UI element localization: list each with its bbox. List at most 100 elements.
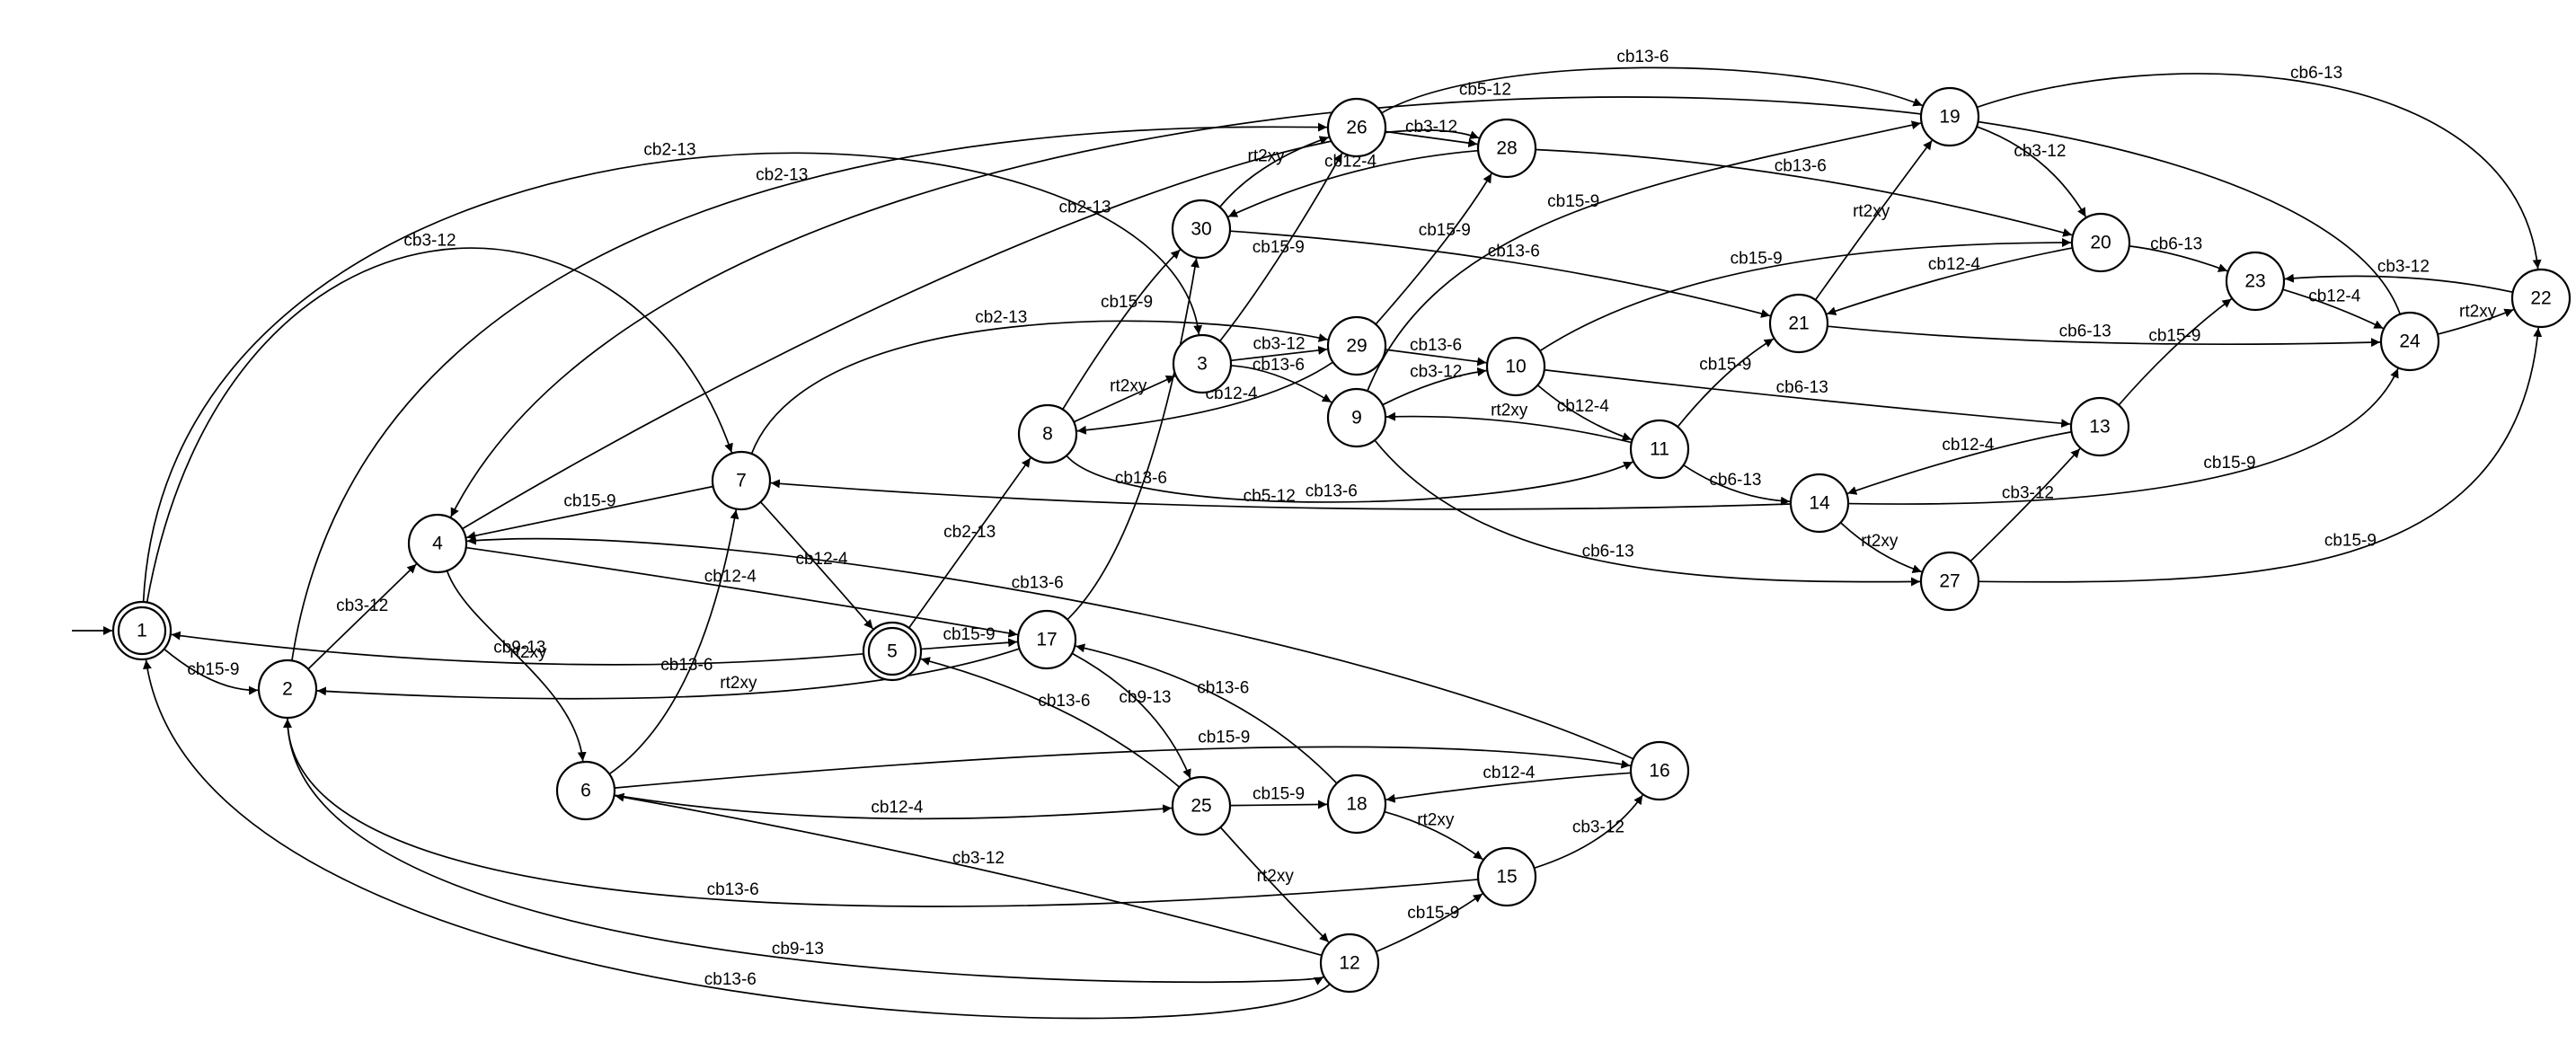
transition-label-26-to-19: cb13-6 <box>1616 48 1669 66</box>
state-label-1: 1 <box>137 621 147 641</box>
transition-label-4-to-17: cb12-4 <box>704 568 757 587</box>
transition-label-18-to-15: rt2xy <box>1417 811 1455 830</box>
state-circle-10 <box>1485 336 1546 397</box>
transition-13-to-23 <box>2118 298 2233 406</box>
transition-7-to-29 <box>750 320 1328 455</box>
transition-label-11-to-21: cb15-9 <box>1699 356 1751 375</box>
transition-12-to-15 <box>1376 893 1483 953</box>
state-circle-30 <box>1171 199 1232 260</box>
state-circle-24 <box>2379 311 2440 372</box>
transition-label-2-to-4: cb3-12 <box>336 597 388 615</box>
transition-label-10-to-20: cb15-9 <box>1731 250 1783 269</box>
transition-24-to-22 <box>2437 308 2514 335</box>
state-circle-14 <box>1789 473 1850 534</box>
transition-label-26-to-28: cb3-12 <box>1405 118 1457 137</box>
transition-27-to-13 <box>1970 447 2081 562</box>
transition-17-to-2 <box>316 648 1020 700</box>
transition-label-29-to-10: cb13-6 <box>1410 336 1462 355</box>
transition-label-3-to-9: cb13-6 <box>1253 356 1305 375</box>
state-27: 27 <box>1919 551 1980 612</box>
state-13: 13 <box>2069 396 2130 457</box>
state-circle-13 <box>2069 396 2130 457</box>
transition-18-to-15 <box>1384 810 1483 861</box>
transitions <box>72 66 2543 1020</box>
transition-4-to-28 <box>462 129 1480 530</box>
transition-10-to-13 <box>1544 368 2071 429</box>
transition-label-9-to-10: cb3-12 <box>1410 362 1462 381</box>
state-14: 14 <box>1789 473 1850 534</box>
state-circle-26 <box>1326 97 1387 158</box>
transition-label-25-to-18: cb15-9 <box>1253 785 1305 804</box>
transition-label-5-to-17: cb15-9 <box>943 625 995 644</box>
transition-label-6-to-16: cb15-9 <box>1198 729 1250 747</box>
transition-17-to-30 <box>1067 258 1199 621</box>
transition-8-to-30 <box>1062 249 1181 411</box>
transition-11-to-9 <box>1385 411 1633 444</box>
transition-14-to-7 <box>770 479 1792 510</box>
state-label-29: 29 <box>1346 336 1367 357</box>
transition-label-3-to-29: cb3-12 <box>1253 335 1305 354</box>
transition-label-8-to-30: cb15-9 <box>1101 293 1153 312</box>
transition-label-28-to-20: cb13-6 <box>1775 156 1827 175</box>
transition-label-29-to-8: cb12-4 <box>1206 384 1259 403</box>
state-circle-2 <box>257 659 318 720</box>
state-5: 5 <box>862 621 923 682</box>
state-label-23: 23 <box>2244 271 2265 292</box>
transition-label-13-to-14: cb12-4 <box>1942 436 1995 455</box>
transition-23-to-24 <box>2282 288 2384 330</box>
transition-label-6-to-25: cb12-4 <box>871 799 924 818</box>
transition-7-to-4 <box>466 485 713 541</box>
transition-label-16-to-18: cb12-4 <box>1483 764 1536 782</box>
state-label-24: 24 <box>2399 331 2421 352</box>
transition-1-to-7 <box>146 247 733 603</box>
transition-label-20-to-23: cb6-13 <box>2150 234 2202 253</box>
transition-25-to-12 <box>1219 826 1330 943</box>
transition-label-21-to-24: cb6-13 <box>2059 323 2111 341</box>
transition-17-to-25 <box>1071 652 1191 779</box>
state-label-7: 7 <box>736 471 747 491</box>
state-17: 17 <box>1016 609 1077 670</box>
state-label-21: 21 <box>1788 314 1809 334</box>
state-30: 30 <box>1171 199 1232 260</box>
state-label-28: 28 <box>1496 138 1517 159</box>
transition-label-19-to-22: cb6-13 <box>2290 64 2342 83</box>
transition-14-to-24 <box>1847 367 2399 505</box>
transition-label-29-to-28: cb15-9 <box>1419 221 1471 240</box>
transition-30-to-21 <box>1229 230 1771 318</box>
transition-label-20-to-21: cb12-4 <box>1928 255 1981 274</box>
transition-1-to-3 <box>142 152 1203 603</box>
transition-label-23-to-24: cb12-4 <box>2308 287 2361 305</box>
transition-label-27-to-22: cb15-9 <box>2324 532 2377 551</box>
state-12: 12 <box>1319 933 1380 994</box>
transition-12-to-6 <box>615 792 1323 957</box>
state-label-16: 16 <box>1649 761 1669 782</box>
transition-label-21-to-19: rt2xy <box>1853 202 1890 221</box>
transition-label-10-to-13: cb6-13 <box>1776 378 1828 397</box>
state-label-27: 27 <box>1939 571 1960 592</box>
transition-20-to-23 <box>2129 245 2228 272</box>
transition-6-to-25 <box>614 794 1173 820</box>
state-11: 11 <box>1629 419 1690 480</box>
transition-label-11-to-14: cb6-13 <box>1709 471 1761 490</box>
state-23: 23 <box>2225 251 2286 312</box>
transition-3-to-26 <box>1219 153 1343 342</box>
transition-label-2-to-26: cb2-13 <box>756 166 808 185</box>
state-label-19: 19 <box>1939 107 1960 128</box>
state-label-9: 9 <box>1351 408 1362 429</box>
transition-label-8-to-11: cb13-6 <box>1306 482 1358 500</box>
state-circle-15 <box>1476 846 1537 907</box>
state-label-15: 15 <box>1496 867 1517 888</box>
transition-2-to-26 <box>291 122 1328 661</box>
state-29: 29 <box>1326 315 1387 376</box>
transition-label-24-to-4: cb5-12 <box>1459 80 1511 99</box>
transition-label-11-to-9: rt2xy <box>1491 402 1528 420</box>
transition-5-to-8 <box>907 457 1031 629</box>
state-28: 28 <box>1476 118 1537 179</box>
transition-label-27-to-13: cb3-12 <box>2002 484 2054 503</box>
transition-24-to-4 <box>450 96 2402 517</box>
state-label-14: 14 <box>1809 493 1830 514</box>
transition-label-7-to-29: cb2-13 <box>975 308 1027 327</box>
state-circle-12 <box>1319 933 1380 994</box>
transition-5-to-17 <box>920 638 1018 650</box>
state-label-20: 20 <box>2090 233 2111 253</box>
